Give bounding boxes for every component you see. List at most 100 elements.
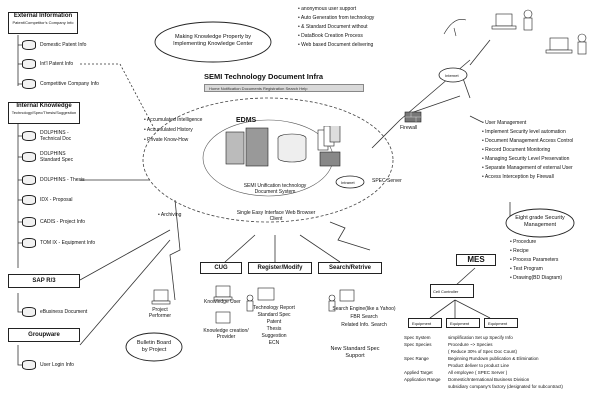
bulletin-oval bbox=[125, 332, 183, 362]
groupware-title: Groupware bbox=[28, 332, 60, 338]
sso-caption: Single Easy Interface Web Browser Client bbox=[236, 210, 316, 222]
infra-menu-bar: Home Notification Documents Registration… bbox=[204, 84, 364, 92]
internal-item-stdspec: DOLPHINS Standard Spec bbox=[40, 151, 74, 163]
spec-table-label: Spec Range bbox=[404, 356, 429, 361]
sap-item: eBusiness Document bbox=[40, 309, 88, 315]
sap-box: SAP R/3 bbox=[8, 274, 80, 288]
cell-controller-label: Cell Controller bbox=[433, 289, 459, 294]
register-line: Thesis bbox=[266, 326, 282, 332]
edms-label: EDMS bbox=[236, 117, 257, 124]
database-icon bbox=[22, 131, 36, 141]
infra-note: • Private Know-How bbox=[144, 137, 189, 143]
spec-table-value: simplification Set up Specify Info bbox=[448, 335, 513, 340]
intranet-label: Intranet bbox=[341, 180, 355, 185]
firewall-label: Firewall bbox=[400, 125, 418, 131]
cug-box: CUG bbox=[200, 262, 242, 274]
spec-table-row: Spec System simplification Set up Specify… bbox=[404, 334, 610, 341]
spec-table-value: subsidiary company's factory (designated… bbox=[448, 384, 563, 389]
top-bullet: • anonymous user support bbox=[298, 6, 357, 12]
cug-user-knowledge: Knowledge User bbox=[204, 299, 241, 305]
database-icon bbox=[22, 79, 36, 89]
security-bullet: • Record Document Monitoring bbox=[482, 147, 551, 153]
mes-item: • Drawing(BD Diagram) bbox=[510, 275, 563, 281]
internal-item-thesis: DOLPHINS - Thesis bbox=[40, 177, 85, 183]
internet-label: Internet bbox=[445, 73, 459, 78]
new-spec-support: New Standard Spec Support bbox=[330, 346, 380, 359]
search-line: FBR Search bbox=[350, 314, 378, 320]
bulletin-text: Bulletin Board by Project bbox=[136, 340, 172, 353]
internal-item-project: CADIS - Project Info bbox=[40, 219, 86, 225]
infra-note: • Accumulated History bbox=[144, 127, 193, 133]
cug-title: CUG bbox=[214, 265, 228, 271]
register-title: Register/Modify bbox=[257, 265, 303, 271]
database-icon bbox=[22, 40, 36, 50]
top-bullet: • Auto Generation from technology bbox=[298, 15, 375, 21]
mes-item: • Test Program bbox=[510, 266, 543, 272]
internal-knowledge-title: Internal Knowledge bbox=[16, 103, 72, 109]
external-item-domestic: Domestic Patent Info bbox=[40, 42, 87, 48]
mes-item: • Recipe bbox=[510, 248, 529, 254]
center-caption: SEMI Unification technology Document Sys… bbox=[243, 183, 307, 195]
equipment-box: Equipment bbox=[484, 318, 518, 328]
database-icon bbox=[22, 307, 36, 317]
spec-table-value: ( Reduce 30% of Spec Doc Count) bbox=[448, 349, 518, 354]
security-bullet: • Separate Management of external User bbox=[482, 165, 573, 171]
security-bullet: • Implement Security level automation bbox=[482, 129, 566, 135]
top-bullet: • Web based Document delivering bbox=[298, 42, 374, 48]
satellite-dish-icon bbox=[443, 19, 467, 37]
security-bullet: • Managing Security Level Preservation bbox=[482, 156, 570, 162]
search-line: Search Engine(like a Yahoo) bbox=[332, 306, 396, 312]
equipment-label: Equipment bbox=[412, 321, 432, 326]
equipment-label: Equipment bbox=[488, 321, 508, 326]
mes-title: MES bbox=[467, 255, 485, 264]
callout-text: Making Knowledge Property by Implementin… bbox=[173, 34, 253, 47]
mes-box: MES bbox=[456, 254, 496, 266]
spec-table-value: Product deliver to product Line bbox=[448, 363, 510, 368]
external-info-title: External Information bbox=[13, 13, 73, 19]
register-line: Technology Report bbox=[253, 305, 295, 311]
callout-oval bbox=[154, 21, 272, 63]
archiving-note: • Archiving bbox=[158, 212, 182, 218]
mes-item: • Process Parameters bbox=[510, 257, 559, 263]
remote-users-icon bbox=[491, 9, 587, 55]
spec-table-row: Product deliver to product Line bbox=[404, 362, 610, 369]
spec-table-value: Domestic/International Business Division bbox=[448, 377, 530, 382]
spec-table-label: Applied Target bbox=[404, 370, 433, 375]
register-line: Patent bbox=[266, 319, 282, 325]
spec-table-value: Procedure ~> Species bbox=[448, 342, 493, 347]
infra-title: SEMI Technology Document Infra bbox=[204, 72, 324, 81]
cug-user-performer: Project Performer bbox=[148, 307, 172, 319]
internal-knowledge-box: Internal Knowledge Technology/Spec/Thesi… bbox=[8, 102, 80, 124]
database-icon bbox=[22, 59, 36, 69]
search-box: Search/Retrive bbox=[318, 262, 382, 274]
equipment-box: Equipment bbox=[446, 318, 480, 328]
infra-oval bbox=[142, 97, 394, 223]
spec-table-value: Beginning Rundown publication & Eliminat… bbox=[448, 356, 539, 361]
register-line: Standard Spec bbox=[257, 312, 291, 318]
security-oval bbox=[505, 208, 575, 238]
database-icon bbox=[22, 175, 36, 185]
infra-menu-text: Home Notification Documents Registration… bbox=[209, 86, 308, 91]
cell-controller-box: Cell Controller bbox=[430, 284, 474, 298]
groupware-box: Groupware bbox=[8, 328, 80, 342]
external-item-competitive: Competitive Company Info bbox=[40, 81, 99, 87]
security-bullet: • Access Interception by Firewall bbox=[482, 174, 554, 180]
top-bullet: • DataBook Creation Process bbox=[298, 33, 363, 39]
intranet-cloud bbox=[335, 175, 365, 189]
spec-server-label: SPEC Server bbox=[372, 178, 402, 184]
internal-item-equipment: TOM IX - Equipment Info bbox=[40, 240, 96, 246]
spec-table-row: ( Reduce 30% of Spec Doc Count) bbox=[404, 348, 610, 355]
mes-item: • Procedure bbox=[510, 239, 537, 245]
top-bullet: • & Standard Document without bbox=[298, 24, 368, 30]
internal-knowledge-subtitle: Technology/Spec/Thesis/Suggestion bbox=[11, 110, 77, 115]
server-cluster-icon bbox=[225, 126, 341, 167]
security-oval-text: Eight grade Security Management bbox=[515, 215, 565, 228]
cug-user-provider: Knowledge creation/ Provider bbox=[203, 328, 249, 340]
spec-table-label: Spec System bbox=[404, 335, 431, 340]
